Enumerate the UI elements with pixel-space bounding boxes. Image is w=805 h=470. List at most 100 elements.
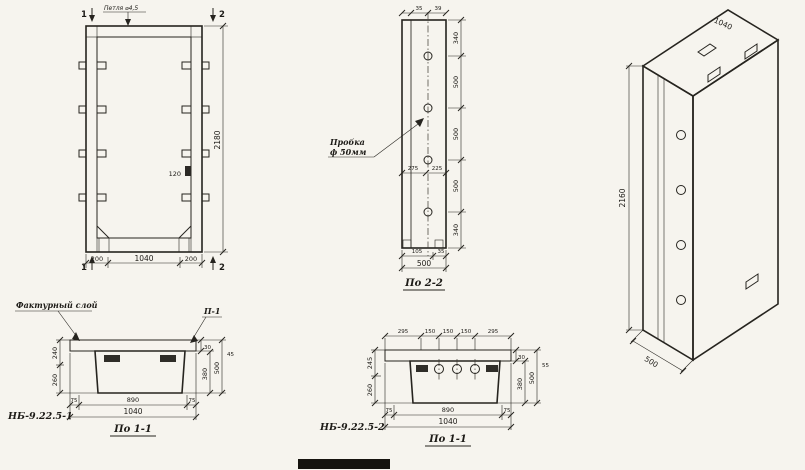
leader-arrow: [415, 118, 424, 127]
leader-arrow: [125, 19, 131, 26]
cut-mark-2-bottom: 2: [219, 263, 225, 273]
connector-tabs: [78, 61, 210, 202]
plug-hole: [676, 185, 686, 195]
dim-500: 500: [213, 362, 221, 374]
dim-total-1040: 1040: [123, 407, 142, 416]
s22-right-dims: 340 500 500 500 340: [448, 16, 466, 252]
dim-275: 275: [408, 166, 419, 172]
dim-30: 30: [204, 345, 211, 351]
plug-hole: [676, 295, 686, 305]
a-right-dims: 30 380 500 45: [182, 336, 234, 397]
s22-bottom-dims: 105 35 500: [398, 249, 450, 272]
panel-mark-b: НБ-9.22.5-2: [319, 422, 385, 433]
dim-260: 260: [51, 374, 59, 386]
plug-callout: Пробка ф 50мм: [328, 118, 424, 158]
front-view: 120 Петля ⌀4,5 1 1 2 2 2180: [78, 5, 228, 273]
dim-240: 240: [51, 347, 59, 359]
dim-top-35: 35: [416, 6, 423, 12]
dim-105: 105: [412, 249, 423, 255]
plug-label-line1: Пробка: [329, 137, 365, 147]
cut-mark-1-bottom: 1: [81, 263, 87, 273]
p1-label: П-1: [203, 306, 220, 316]
frame-top-hatch: [85, 25, 203, 38]
dim-260: 260: [366, 384, 374, 396]
fixing-slot: [486, 365, 498, 372]
plug-hole: [423, 103, 433, 113]
plug-hole: [452, 364, 462, 374]
dim-890: 890: [442, 406, 454, 414]
dim-295-r: 295: [488, 329, 499, 335]
facing-layer-strip: [384, 349, 512, 362]
plug-hole: [423, 155, 433, 165]
dim-top-39: 39: [435, 6, 442, 12]
dim-245: 245: [366, 357, 374, 369]
concrete-body: [410, 19, 447, 249]
dim-380: 380: [201, 368, 209, 380]
cut-marks: 1 1 2 2: [81, 8, 225, 273]
dim-75-left: 75: [71, 398, 78, 404]
dim-150-3: 150: [461, 329, 472, 335]
dim-75-left: 75: [386, 408, 393, 414]
plug-hole: [676, 240, 686, 250]
facing-layer-strip: [69, 339, 197, 352]
dim-35b: 35: [438, 249, 445, 255]
top-slot: [697, 43, 717, 57]
cut-mark-1-top: 1: [81, 10, 87, 20]
dim-edge-right: 200: [185, 255, 197, 263]
section-1-1-b-title: По 1-1: [428, 434, 467, 445]
dim-front-height: 2180: [213, 130, 222, 149]
dim-500-1: 500: [452, 76, 460, 88]
dim-iso-height: 2160: [618, 188, 627, 207]
dim-340-top: 340: [452, 32, 460, 44]
dim-edge-left: 200: [91, 255, 103, 263]
front-dim-bottom: 200 1040 200: [82, 254, 206, 268]
a-left-dims: 240 260: [51, 336, 98, 397]
dim-width-500: 500: [417, 259, 432, 268]
panel-opening: [96, 36, 192, 239]
front-dim-height: 2180: [204, 22, 228, 256]
dim-45: 45: [227, 352, 234, 358]
dim-150-1: 150: [425, 329, 436, 335]
dim-500-3: 500: [452, 180, 460, 192]
s22-mid-dims: 275 225: [398, 166, 450, 177]
cut-mark-2-top: 2: [219, 10, 225, 20]
section-2-2-title: По 2-2: [404, 278, 443, 289]
dim-iso-width: 1040: [713, 16, 734, 32]
dim-890: 890: [127, 396, 139, 404]
b-bottom-dims: 75 890 75 1040: [381, 363, 515, 431]
dim-295-l: 295: [398, 329, 409, 335]
iso-view: 2160 500 1040: [618, 9, 780, 375]
panel-mark-a: НБ-9.22.5-1: [7, 411, 73, 422]
fixing-slot: [104, 355, 120, 362]
plug-hole: [434, 364, 444, 374]
a-bottom-dims: 75 890 75 1040: [66, 353, 200, 421]
face-slot: [745, 273, 759, 290]
leader-arrow: [190, 335, 198, 343]
frame-left-hatch: [85, 25, 98, 253]
dim-225: 225: [432, 166, 443, 172]
loop-note-text: Петля ⌀4,5: [104, 5, 138, 12]
section-1-1-b: 295 150 150 150 295: [319, 329, 549, 447]
section-1-1-a-title: По 1-1: [113, 424, 152, 435]
s22-top-dims: 35 39: [398, 6, 450, 17]
dim-55: 55: [542, 363, 549, 369]
iso-left-face: [642, 64, 694, 362]
dim-75-right: 75: [189, 398, 196, 404]
scan-artifact-bar: [298, 459, 390, 469]
dim-iso-depth: 500: [643, 354, 660, 369]
dim-total-1040: 1040: [438, 417, 457, 426]
foot-right: [178, 237, 190, 253]
plug-label-line2: ф 50мм: [330, 147, 367, 157]
dim-500-2: 500: [452, 128, 460, 140]
iso-right-face: [692, 38, 779, 362]
section-1-1-a: Фактурный слой П-1 240 260: [7, 300, 234, 437]
dim-front-width: 1040: [134, 254, 153, 263]
b-top-dims: 295 150 150 150 295: [381, 329, 515, 350]
dim-75-right: 75: [504, 408, 511, 414]
dim-detail-120: 120: [169, 170, 181, 178]
face-slot: [707, 66, 721, 83]
facing-layer-label: Фактурный слой: [16, 300, 98, 310]
dim-30: 30: [518, 355, 525, 361]
